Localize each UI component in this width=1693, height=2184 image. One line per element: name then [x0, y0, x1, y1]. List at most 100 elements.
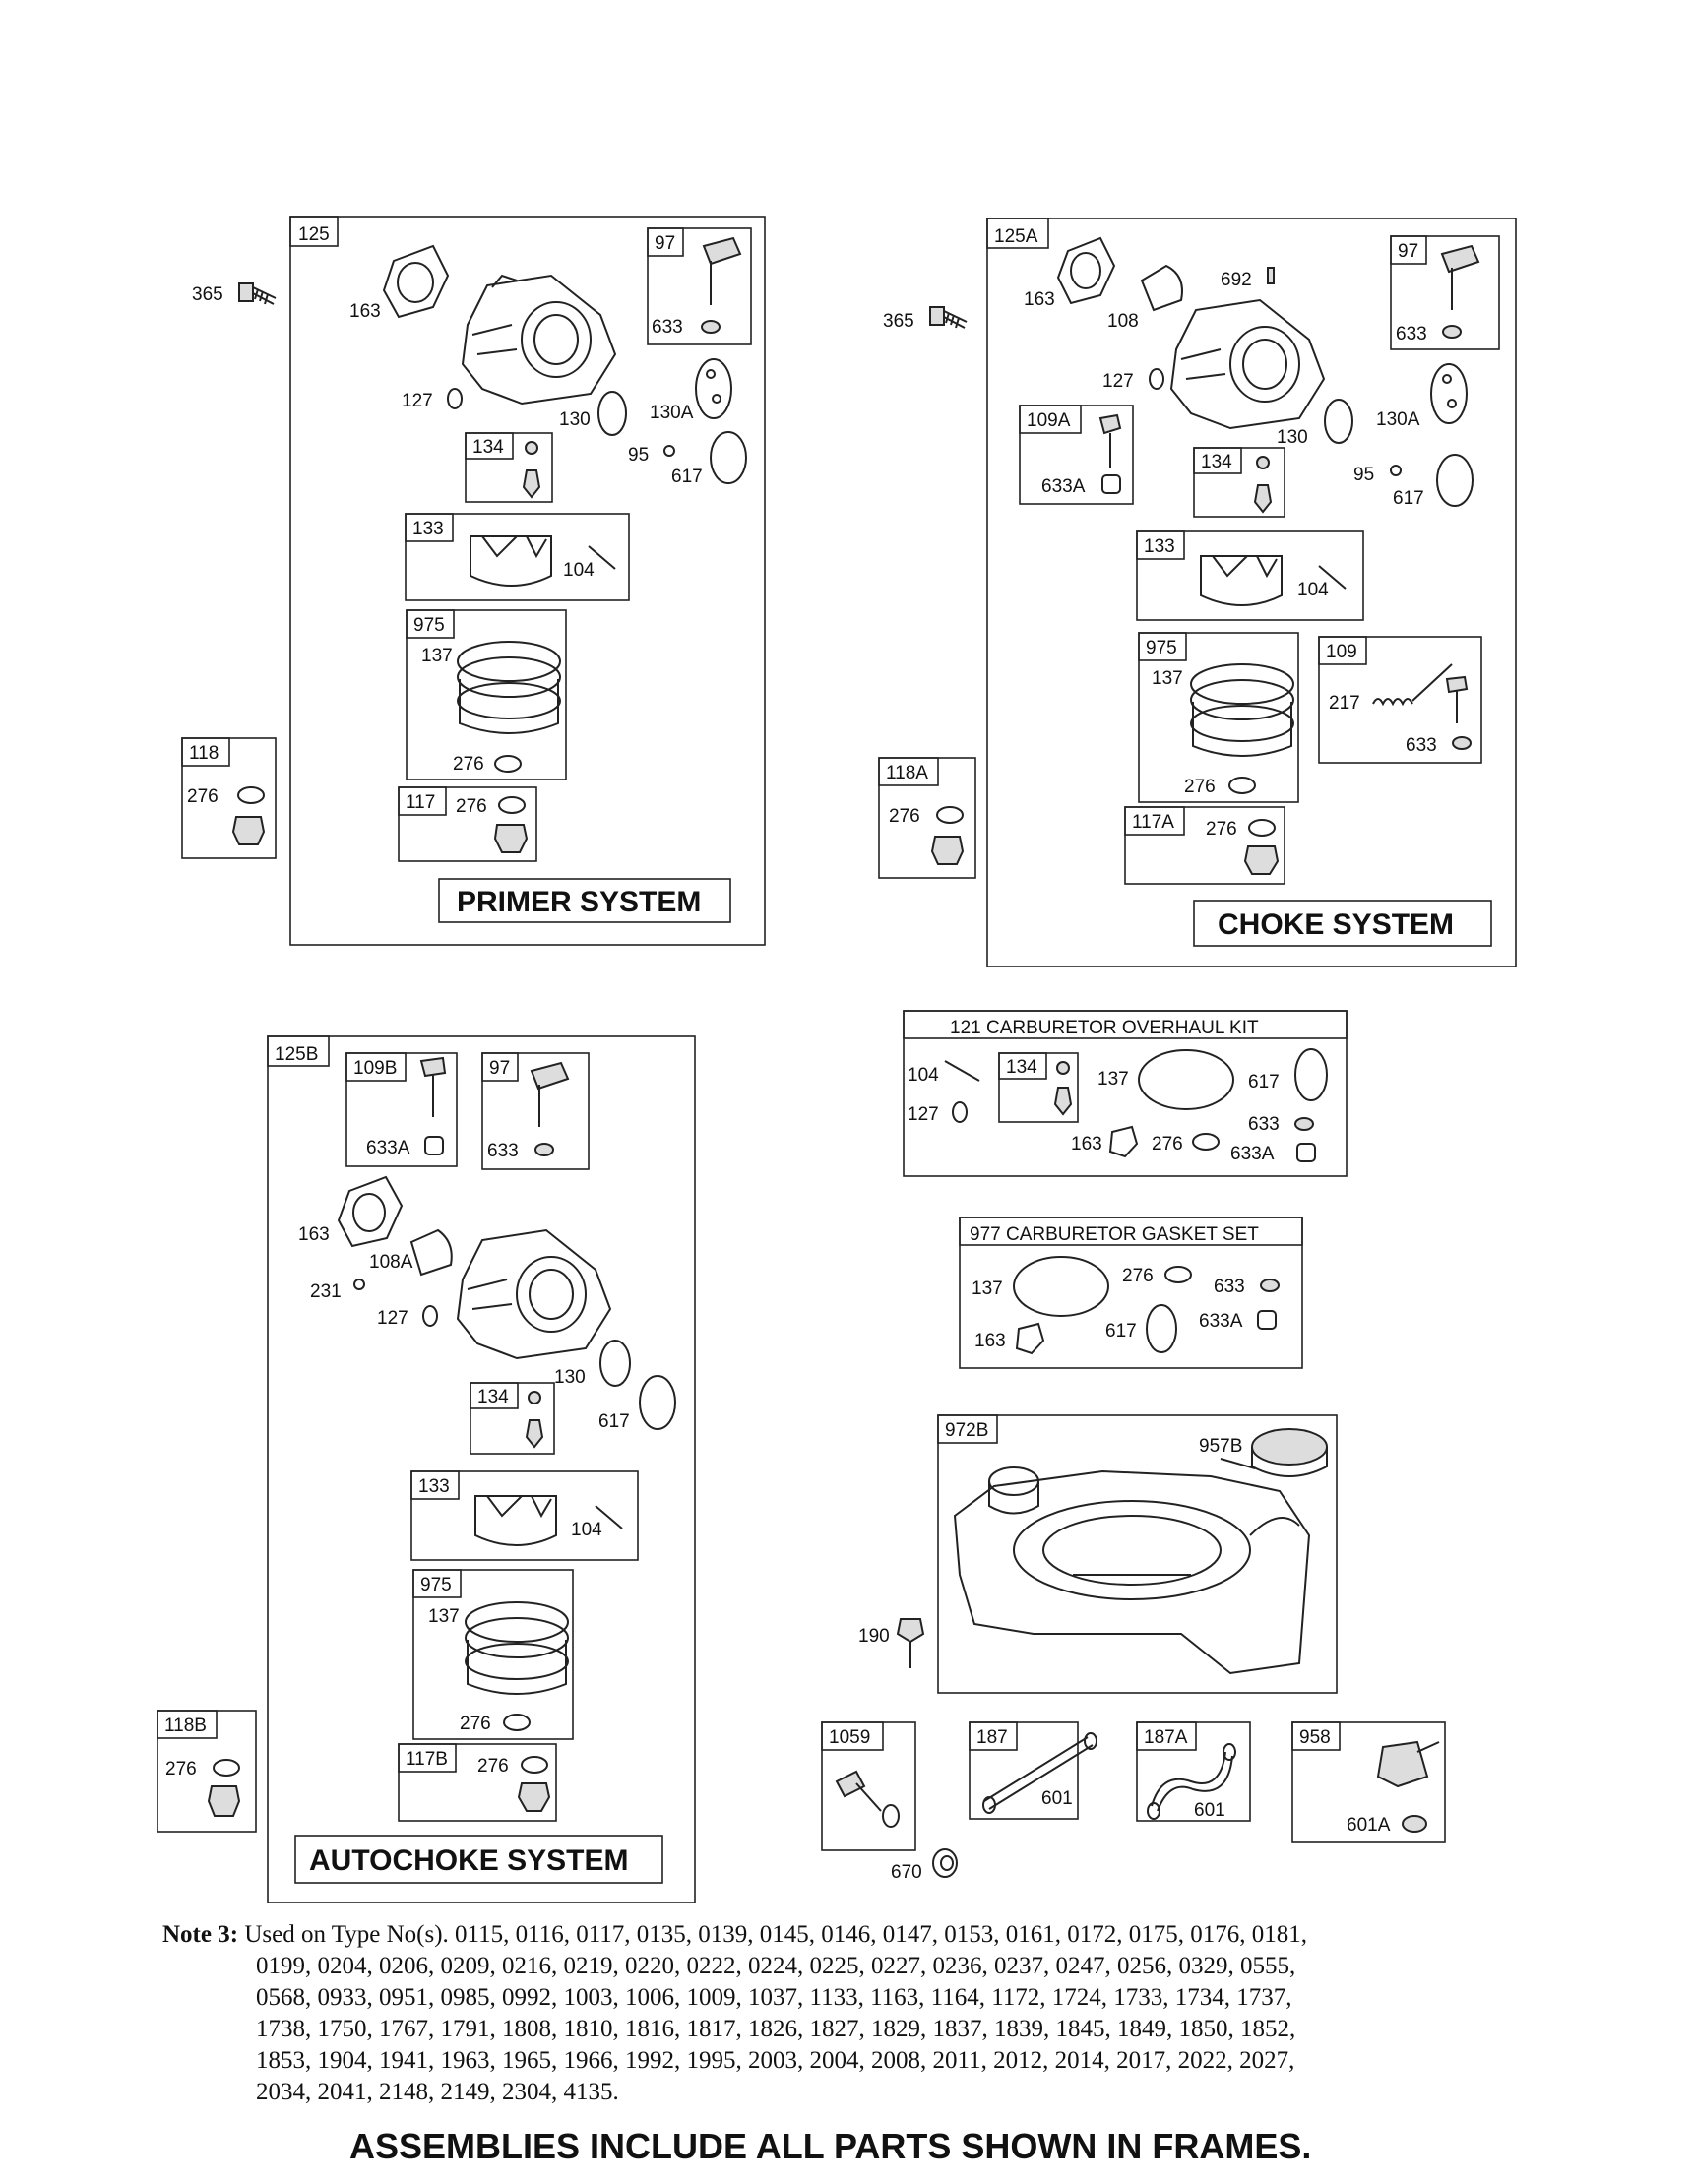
plate-130-drawing [1324, 399, 1353, 444]
plate-130-drawing [597, 391, 627, 436]
part-label-118: 118 [189, 743, 219, 764]
oring-617-drawing [1146, 1304, 1177, 1353]
autochoke-system-frame: 125B 109B 633A 97 633 163 108A 231 [157, 1035, 696, 1903]
subframe-109B: 109B 633A [345, 1052, 458, 1167]
part-label-117: 117 [406, 792, 435, 813]
part-label-633: 633 [487, 1141, 519, 1161]
subframe-133: 133 104 [410, 1470, 639, 1561]
part-label-231: 231 [310, 1281, 342, 1302]
primer-system-label-box [438, 878, 731, 923]
choke-system-label: CHOKE SYSTEM [1218, 908, 1454, 941]
screw-95-drawing [1390, 465, 1402, 476]
washer-633-drawing [1294, 1117, 1314, 1131]
part-label-108A: 108A [369, 1252, 413, 1273]
part-label-104: 104 [908, 1065, 939, 1086]
part-label-187A: 187A [1144, 1727, 1188, 1748]
part-label-134: 134 [477, 1387, 509, 1407]
carburetor-body-drawing [456, 1228, 612, 1360]
overhaul-kit-title: 121 CARBURETOR OVERHAUL KIT [950, 1018, 1259, 1038]
fitting-190-drawing [896, 1618, 925, 1668]
plate-130A-drawing [1430, 363, 1468, 424]
part-label-276: 276 [165, 1759, 197, 1779]
oring-617-drawing [1294, 1048, 1328, 1101]
part-label-104: 104 [563, 560, 595, 581]
subframe-117A: 117A 276 [1124, 806, 1285, 885]
note-text: Used on Type No(s). 0115, 0116, 0117, 01… [244, 1921, 1308, 2105]
primer-system-label: PRIMER SYSTEM [457, 886, 701, 918]
part-label-601A: 601A [1347, 1815, 1391, 1836]
part-label-276: 276 [187, 786, 219, 807]
part-label-109A: 109A [1027, 410, 1071, 431]
part-label-130A: 130A [1376, 409, 1420, 430]
screw-95-drawing [663, 445, 675, 457]
part-label-163: 163 [1071, 1134, 1102, 1154]
choke-system-frame: 125A 365 163 108 692 97 633 [878, 218, 1517, 967]
part-label-127: 127 [377, 1308, 408, 1329]
subframe-133: 133 104 [405, 513, 630, 601]
part-label-187: 187 [976, 1727, 1008, 1748]
part-label-975: 975 [413, 615, 445, 636]
part-label-97: 97 [655, 233, 675, 254]
part-label-617: 617 [1248, 1072, 1280, 1092]
oring-127-drawing [1149, 368, 1164, 390]
washer-276-drawing [1164, 1266, 1192, 1283]
part-label-109: 109 [1326, 642, 1357, 662]
carburetor-body-drawing [1169, 298, 1326, 430]
oring-127-drawing [952, 1101, 968, 1123]
plate-130-drawing [599, 1340, 631, 1387]
part-label-276: 276 [456, 796, 487, 817]
gasket-163-drawing [1056, 236, 1116, 305]
carburetor-body-drawing [461, 274, 617, 406]
part-label-133: 133 [1144, 536, 1175, 557]
part-label-134: 134 [1006, 1057, 1037, 1078]
subframe-109A: 109A 633A [1019, 405, 1134, 505]
plate-108-drawing [1140, 264, 1183, 312]
frame-id-125A: 125A [994, 226, 1038, 247]
seal-633A-drawing [1296, 1143, 1316, 1162]
plate-130A-drawing [695, 358, 732, 419]
subframe-117: 117 276 [398, 786, 537, 862]
subframe-975: 975 137 276 [412, 1569, 574, 1740]
subframe-118: 118 276 [181, 737, 277, 859]
subframe-134: 134 [465, 432, 553, 503]
sleeve-670-drawing [932, 1848, 958, 1878]
bolt-365-drawing [929, 306, 968, 329]
subframe-975: 975 137 276 [1138, 632, 1299, 803]
part-label-633A: 633A [1199, 1311, 1243, 1332]
part-label-276: 276 [1122, 1266, 1154, 1286]
subframe-97: 97 633 [481, 1052, 590, 1170]
gasket-163-drawing [1108, 1125, 1139, 1158]
part-label-133: 133 [418, 1476, 450, 1497]
part-label-137: 137 [1097, 1069, 1129, 1090]
part-label-276: 276 [460, 1714, 491, 1734]
autochoke-system-label: AUTOCHOKE SYSTEM [309, 1844, 628, 1877]
part-label-104: 104 [571, 1520, 602, 1540]
primer-system-frame: 125 365 163 127 130 130A [181, 216, 766, 946]
oring-617-drawing [1436, 454, 1474, 507]
subframe-187: 187 601 [969, 1721, 1097, 1820]
gasket-163-drawing [382, 244, 450, 319]
part-label-633A: 633A [1041, 476, 1086, 497]
part-label-163: 163 [974, 1331, 1006, 1351]
subframe-118A: 118A 276 [878, 757, 976, 879]
part-label-190: 190 [858, 1626, 890, 1647]
fuel-cap-957B-drawing [1220, 1428, 1328, 1477]
part-label-108: 108 [1107, 311, 1139, 332]
overhaul-kit-frame: 121 CARBURETOR OVERHAUL KIT 104 127 134 … [903, 1010, 1348, 1177]
part-label-692: 692 [1221, 270, 1252, 290]
frame-id-125B: 125B [275, 1044, 318, 1065]
part-label-617: 617 [1393, 488, 1424, 509]
choke-system-label-box [1193, 900, 1492, 947]
subframe-975: 975 137 276 [406, 609, 567, 780]
part-label-130: 130 [1277, 427, 1308, 448]
part-label-95: 95 [1353, 465, 1374, 485]
part-label-601: 601 [1041, 1788, 1073, 1809]
part-label-601: 601 [1194, 1800, 1225, 1821]
gasket-163-drawing [1015, 1322, 1045, 1355]
part-label-130: 130 [559, 409, 591, 430]
part-label-617: 617 [1105, 1321, 1137, 1342]
part-label-117A: 117A [1132, 812, 1174, 833]
part-label-130: 130 [554, 1367, 586, 1388]
part-label-958: 958 [1299, 1727, 1331, 1748]
part-label-633A: 633A [1230, 1144, 1275, 1164]
